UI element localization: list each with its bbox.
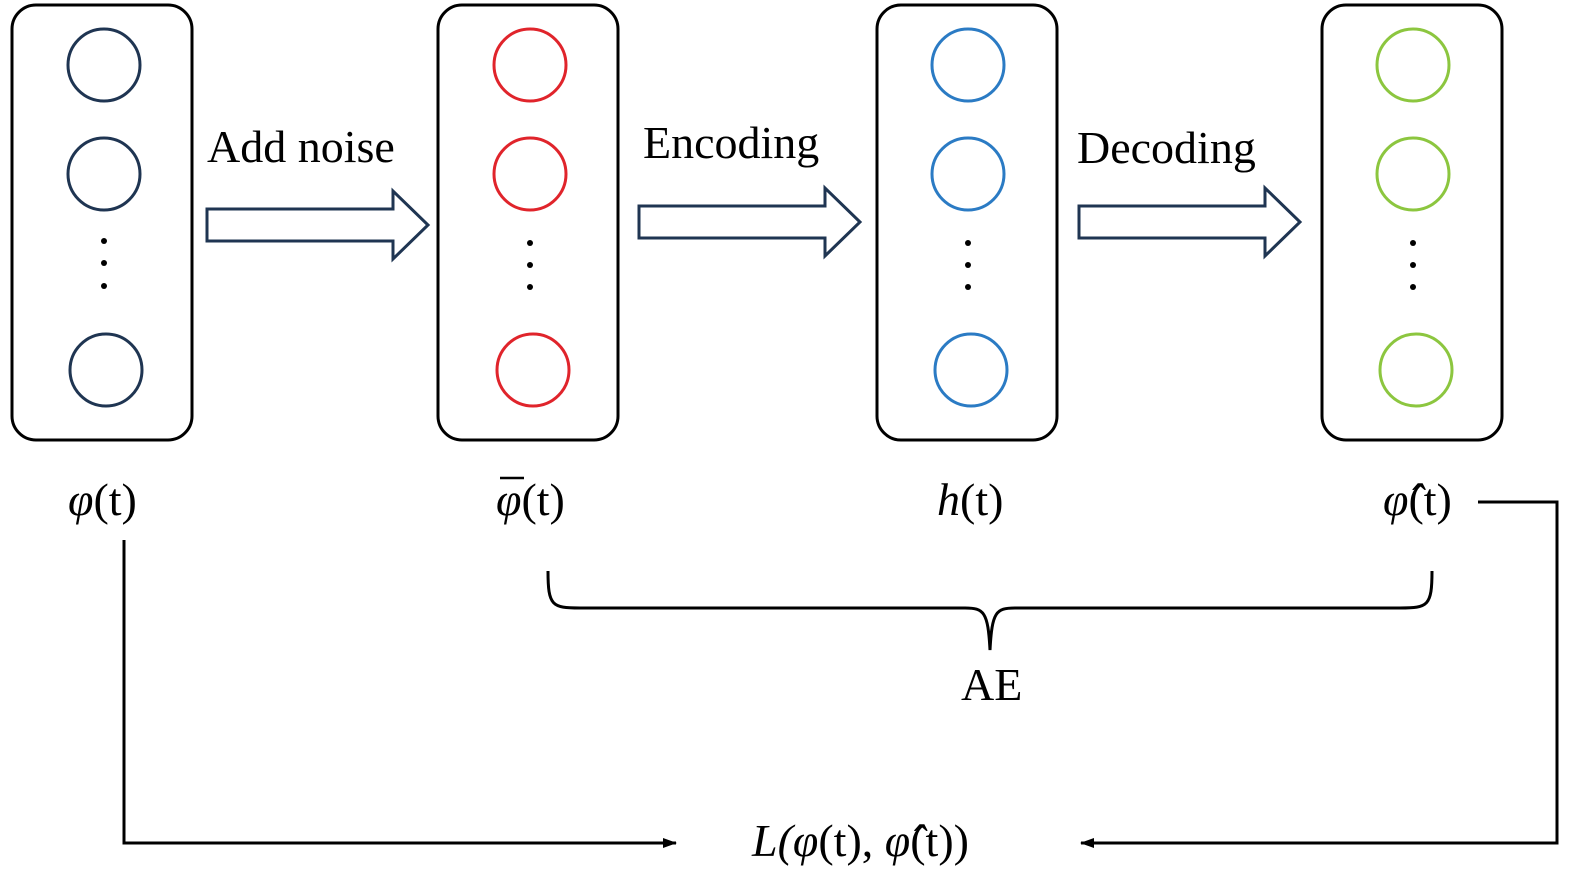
- ellipsis-dot: [1410, 240, 1416, 246]
- hidden-node: [933, 332, 1009, 408]
- input-to-loss-line: [122, 540, 677, 848]
- ellipsis-dot: [1410, 262, 1416, 268]
- noisy-layer-label: φ(t): [496, 474, 565, 525]
- input-layer-label: φ(t): [68, 474, 137, 525]
- input-node: [68, 332, 144, 408]
- ellipsis-dot: [101, 238, 107, 244]
- noisy-node: [492, 136, 568, 212]
- noisy-layer: [436, 3, 620, 442]
- add-noise-arrow: [205, 187, 431, 263]
- ellipsis-dot: [527, 262, 533, 268]
- input-layer: [10, 3, 194, 442]
- loss-label: L(φ(t), φ̂(t)): [751, 815, 969, 866]
- output-to-loss-line: [1080, 500, 1559, 848]
- hidden-layer: [875, 3, 1059, 442]
- output-layer-label: φ̂(t): [1383, 474, 1452, 525]
- ellipsis-dot: [1410, 284, 1416, 290]
- ellipsis-dot: [101, 260, 107, 266]
- decoding-label: Decoding: [1077, 122, 1256, 173]
- output-node: [1375, 27, 1451, 103]
- hidden-node: [930, 136, 1006, 212]
- input-node: [66, 27, 142, 103]
- ellipsis-dot: [965, 240, 971, 246]
- encoding-arrow: [637, 184, 863, 260]
- ae-brace: [546, 570, 1434, 651]
- hidden-node: [930, 27, 1006, 103]
- ellipsis-dot: [965, 284, 971, 290]
- ellipsis-dot: [527, 284, 533, 290]
- input-node: [66, 136, 142, 212]
- ellipsis-dot: [965, 262, 971, 268]
- decoding-arrow: [1077, 184, 1303, 260]
- ae-label: AE: [961, 659, 1022, 710]
- encoding-label: Encoding: [643, 117, 819, 168]
- noisy-node: [495, 332, 571, 408]
- add-noise-label: Add noise: [207, 121, 395, 172]
- output-node: [1375, 136, 1451, 212]
- svg-text:φ(t): φ(t): [496, 474, 565, 525]
- output-layer: [1320, 3, 1504, 442]
- hidden-layer-label: h(t): [937, 474, 1003, 525]
- output-node: [1378, 332, 1454, 408]
- noisy-node: [492, 27, 568, 103]
- ellipsis-dot: [101, 283, 107, 289]
- ellipsis-dot: [527, 240, 533, 246]
